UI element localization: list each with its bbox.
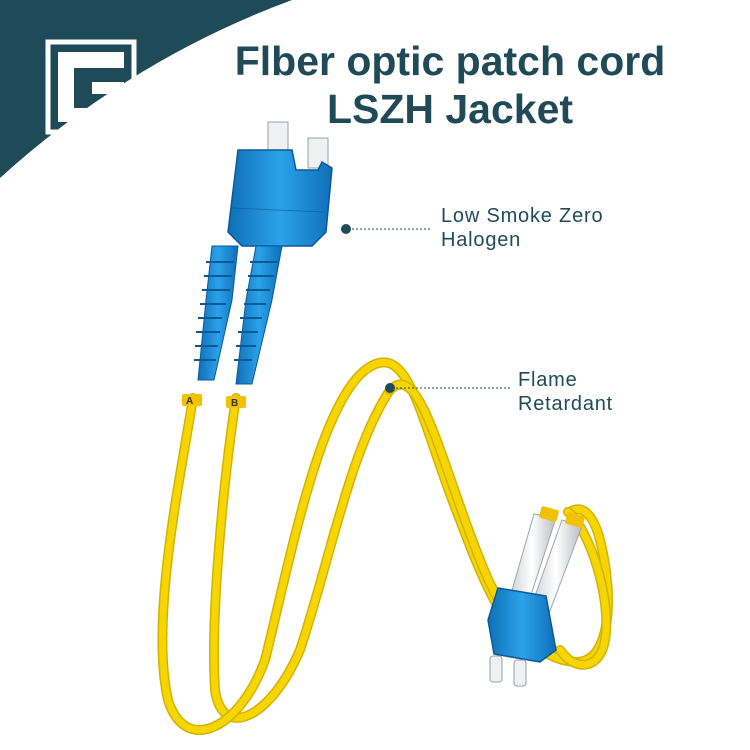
- g-logo-icon: [45, 39, 137, 135]
- yellow-cable: [157, 357, 613, 735]
- sc-boot-a: [194, 245, 239, 381]
- cable-marker-b: [226, 396, 246, 408]
- callout-flame-line2: Retardant: [518, 393, 614, 415]
- callout-low-smoke: Low Smoke Zero Halogen: [441, 204, 603, 252]
- callout-pointer-2: [385, 383, 510, 393]
- lc-marker-a: [539, 506, 559, 522]
- marker-label-a: A: [186, 396, 193, 407]
- page-title-line2: LSZH Jacket: [326, 86, 574, 132]
- lc-marker-b: [565, 512, 585, 528]
- cable-marker-a: [182, 394, 202, 406]
- marker-label-b: B: [231, 398, 238, 409]
- sc-boot-b: [234, 245, 283, 385]
- callout-pointer-1: [341, 224, 432, 234]
- brand-logo: CABLING: [44, 38, 138, 166]
- callout-flame-retardant: Flame Retardant: [518, 368, 613, 416]
- callout-low-smoke-line2: Halogen: [441, 229, 522, 251]
- callout-low-smoke-line1: Low Smoke Zero: [441, 205, 604, 227]
- page-title-line1: Flber optic patch cord: [234, 38, 666, 84]
- lc-connector: [487, 513, 583, 687]
- sc-connector: [194, 121, 333, 385]
- callout-flame-line1: Flame: [518, 369, 578, 391]
- logo-text: CABLING: [52, 136, 130, 154]
